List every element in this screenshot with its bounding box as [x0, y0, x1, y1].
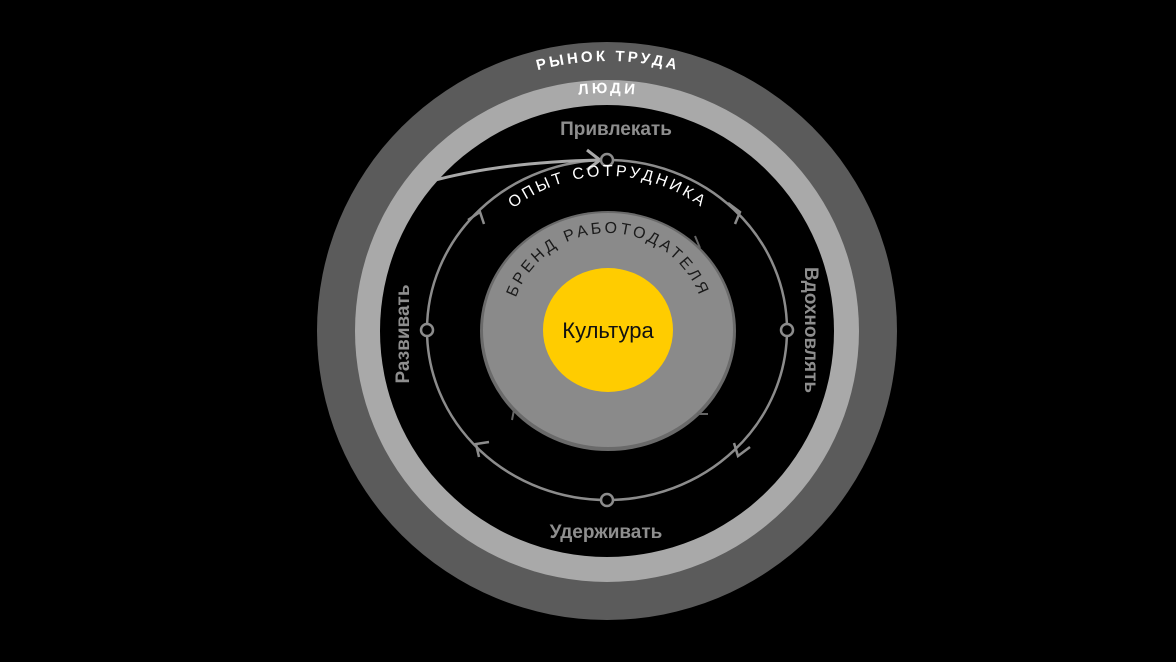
brand-chevron-icon: [694, 235, 701, 249]
stage-retain: Удерживать: [550, 522, 663, 543]
people-label: ЛЮДИ: [577, 80, 638, 99]
orbit-chevron-icon: [732, 442, 751, 459]
orbit-chevron-icon: [474, 440, 490, 458]
node-develop: [419, 322, 435, 338]
stage-attract: Привлекать: [560, 119, 672, 140]
culture-label: Культура: [562, 318, 654, 343]
node-attract: [599, 152, 615, 168]
entry-arrow: [427, 158, 601, 184]
orbit-chevron-icon: [727, 202, 742, 225]
orbit-chevron-icon: [467, 210, 486, 225]
stage-inspire: Вдохновлять: [800, 267, 821, 393]
brand-chevron-icon: [511, 409, 515, 421]
node-inspire: [779, 322, 795, 338]
stage-develop: Развивать: [393, 284, 414, 383]
node-retain: [599, 492, 615, 508]
culture-core: [543, 268, 673, 392]
